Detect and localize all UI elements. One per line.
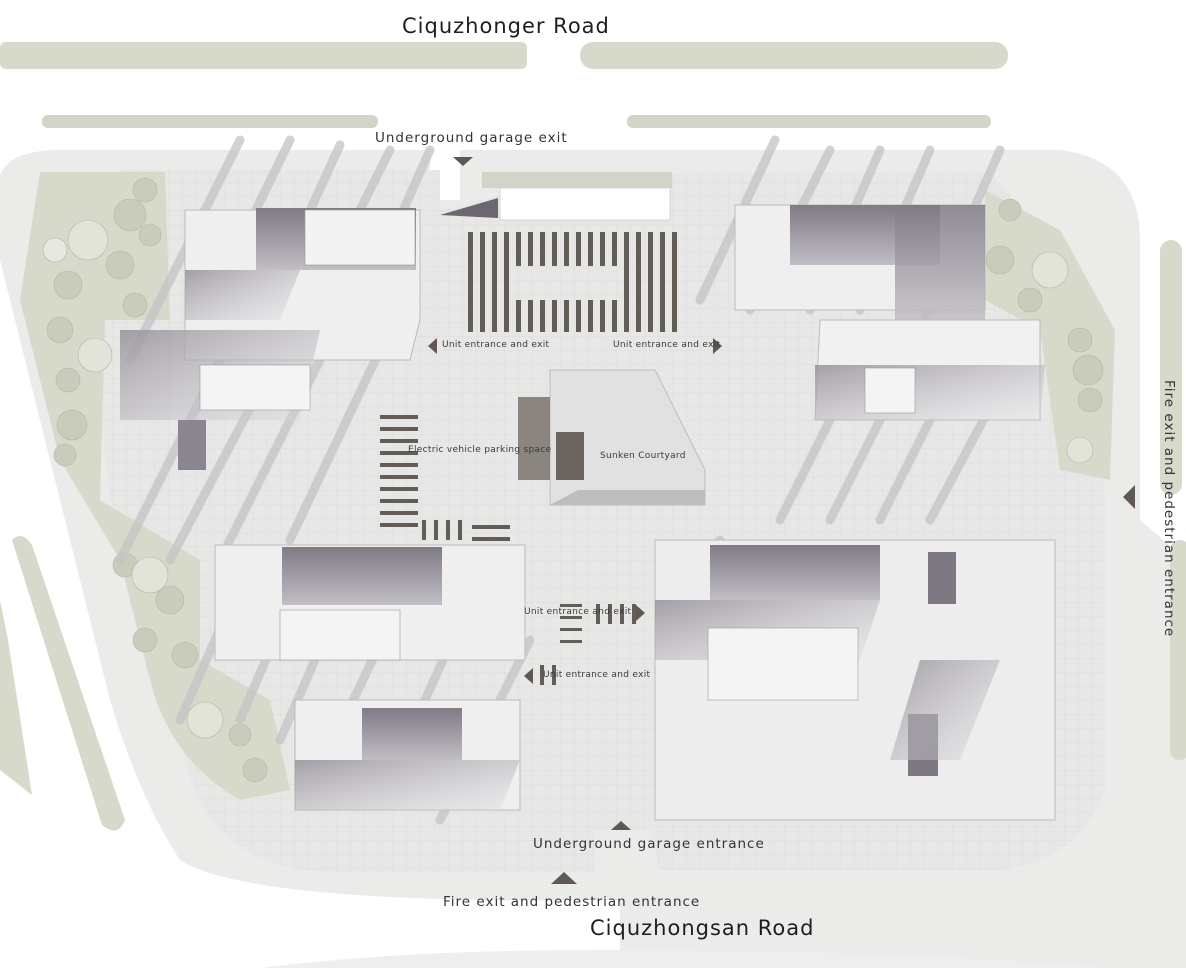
fire-exit-east-label: Fire exit and pedestrian entrance xyxy=(1161,380,1177,638)
unit-marker-c1 xyxy=(636,605,645,621)
west-green-belt xyxy=(20,172,290,800)
south-road-edge xyxy=(260,950,1110,968)
unit-marker-nw xyxy=(428,338,437,354)
unit-entrance-ne-label: Unit entrance and exit xyxy=(613,340,721,350)
garage-entrance-marker xyxy=(611,821,631,830)
unit-marker-c2 xyxy=(524,668,533,684)
north-road-green-strips xyxy=(0,42,1008,128)
garage-exit-ramp xyxy=(440,198,498,218)
building-se xyxy=(654,539,1056,821)
sunken-courtyard xyxy=(518,369,706,506)
garage-entrance-label: Underground garage entrance xyxy=(533,836,765,852)
garage-exit-marker xyxy=(453,157,473,166)
building-ne xyxy=(734,204,1045,421)
north-road-label: Ciquzhonger Road xyxy=(402,14,610,38)
north-parking-rows xyxy=(468,232,677,332)
garage-exit-label: Underground garage exit xyxy=(375,130,568,146)
unit-marker-ne xyxy=(713,338,722,354)
trees xyxy=(42,177,1104,783)
unit-entrance-c2-label: Unit entrance and exit xyxy=(543,670,651,680)
south-road-label: Ciquzhongsan Road xyxy=(590,916,815,940)
unit-entrance-nw-label: Unit entrance and exit xyxy=(442,340,550,350)
fire-exit-east-marker xyxy=(1123,485,1135,509)
fire-exit-south-label: Fire exit and pedestrian entrance xyxy=(443,894,701,910)
sunken-courtyard-label: Sunken Courtyard xyxy=(600,451,686,461)
fire-exit-south-marker xyxy=(551,872,577,884)
ev-parking-label: Electric vehicle parking space xyxy=(408,445,552,455)
building-nw xyxy=(120,208,421,470)
direction-markers xyxy=(428,157,1135,884)
unit-entrance-c1-label: Unit entrance and exit xyxy=(524,607,632,617)
building-sw xyxy=(214,544,526,811)
